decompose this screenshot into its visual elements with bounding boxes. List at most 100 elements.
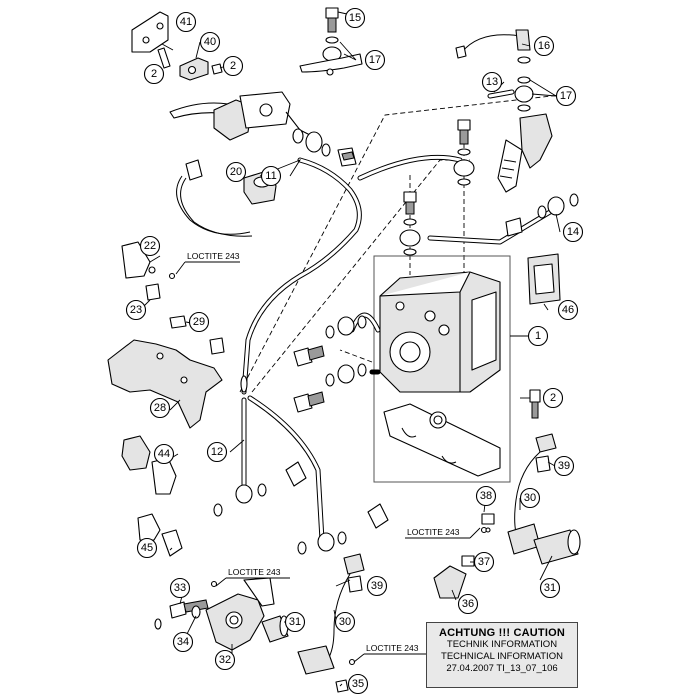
callout-33: 33 [169,577,191,599]
banjo-14 [505,193,579,237]
svg-text:35: 35 [352,678,364,690]
sensor-cable-left [176,159,253,237]
svg-text:29: 29 [193,316,205,328]
callout-45: 45 [136,537,158,559]
svg-text:32: 32 [219,654,231,666]
banjo-11 [305,131,357,167]
clip-45 [137,513,183,557]
svg-text:31: 31 [289,616,301,628]
caliper-bracket-32 [205,577,275,651]
washer-34 [154,605,201,630]
svg-text:14: 14 [567,226,579,238]
callout-13: 13 [481,71,503,93]
callout-39: 39 [553,455,575,477]
bolt-29 [169,315,225,355]
caution-date-reference: 27.04.2007 TI_13_07_106 [446,663,558,674]
caution-title: ACHTUNG !!! CAUTION [438,627,565,639]
svg-text:34: 34 [177,636,189,648]
svg-text:40: 40 [204,36,216,48]
bolt-23 [145,283,161,301]
screw-37 [461,555,475,567]
rear-master-cylinder [497,113,553,193]
svg-text:13: 13 [486,76,498,88]
callout-1: 1 [527,325,549,347]
bolt-2-right [529,389,541,419]
callout-30: 30 [334,611,356,633]
svg-text:12: 12 [211,446,223,458]
callout-15: 15 [344,7,366,29]
callout-35: 35 [347,673,369,695]
clamp-40 [179,57,209,81]
callout-29: 29 [188,311,210,333]
abs-unit-1 [379,271,501,393]
callout-36: 36 [457,593,479,615]
svg-text:1: 1 [535,330,541,342]
svg-text:LOCTITE 243: LOCTITE 243 [187,251,240,261]
brake-lever-assembly [169,91,313,144]
callout-17: 17 [555,85,577,107]
callout-2: 2 [222,55,244,77]
abs-unit-frame [373,255,511,483]
hose-fittings [213,375,389,555]
svg-text:17: 17 [369,54,381,66]
svg-text:30: 30 [524,492,536,504]
svg-text:41: 41 [180,16,192,28]
svg-text:30: 30 [339,616,351,628]
bracket-41 [131,11,169,53]
callout-38: 38 [475,485,497,507]
caution-line-english: TECHNICAL INFORMATION [441,651,563,662]
svg-text:17: 17 [560,90,572,102]
callout-39: 39 [366,575,388,597]
svg-text:36: 36 [462,598,474,610]
callout-2: 2 [143,63,165,85]
caution-info-box: ACHTUNG !!! CAUTION TECHNIK INFORMATION … [426,622,578,688]
bolt-33 [169,599,209,619]
callout-44: 44 [153,443,175,465]
svg-text:33: 33 [174,582,186,594]
callout-22: 22 [139,235,161,257]
callout-46: 46 [557,299,579,321]
front-wheel-sensor [297,553,365,675]
callout-17: 17 [364,49,386,71]
bleed-screw-15 [299,7,363,76]
svg-text:LOCTITE 243: LOCTITE 243 [366,643,419,653]
callout-32: 32 [214,649,236,671]
svg-text:38: 38 [480,490,492,502]
callout-14: 14 [562,221,584,243]
svg-text:45: 45 [141,542,153,554]
caution-line-german: TECHNIK INFORMATION [446,639,558,650]
callout-31: 31 [284,611,306,633]
callout-31: 31 [539,577,561,599]
bolt-2-top [157,47,223,75]
callout-34: 34 [172,631,194,653]
bracket-28 [107,339,223,429]
svg-text:46: 46 [562,304,574,316]
svg-text:39: 39 [558,460,570,472]
svg-text:15: 15 [349,12,361,24]
callout-40: 40 [199,31,221,53]
svg-text:44: 44 [158,448,170,460]
svg-text:22: 22 [144,240,156,252]
pad-46 [527,253,561,305]
abs-fittings [293,315,381,413]
svg-text:20: 20 [230,166,242,178]
callout-28: 28 [149,397,171,419]
svg-text:16: 16 [538,40,550,52]
callout-20: 20 [225,161,247,183]
callout-11: 11 [260,165,282,187]
svg-text:37: 37 [478,556,490,568]
svg-text:LOCTITE 243: LOCTITE 243 [228,567,281,577]
callout-12: 12 [206,441,228,463]
svg-text:23: 23 [130,304,142,316]
brake-hoses [241,154,553,543]
sleeve-31-bottom [261,615,289,643]
callout-37: 37 [473,551,495,573]
svg-text:39: 39 [371,580,383,592]
svg-text:LOCTITE 243: LOCTITE 243 [407,527,460,537]
clip-36 [433,565,467,599]
center-banjo-stack [399,119,475,256]
callout-41: 41 [175,11,197,33]
svg-text:2: 2 [550,392,556,404]
loctite-note-2: LOCTITE 243 [405,527,481,539]
svg-text:11: 11 [265,170,276,182]
